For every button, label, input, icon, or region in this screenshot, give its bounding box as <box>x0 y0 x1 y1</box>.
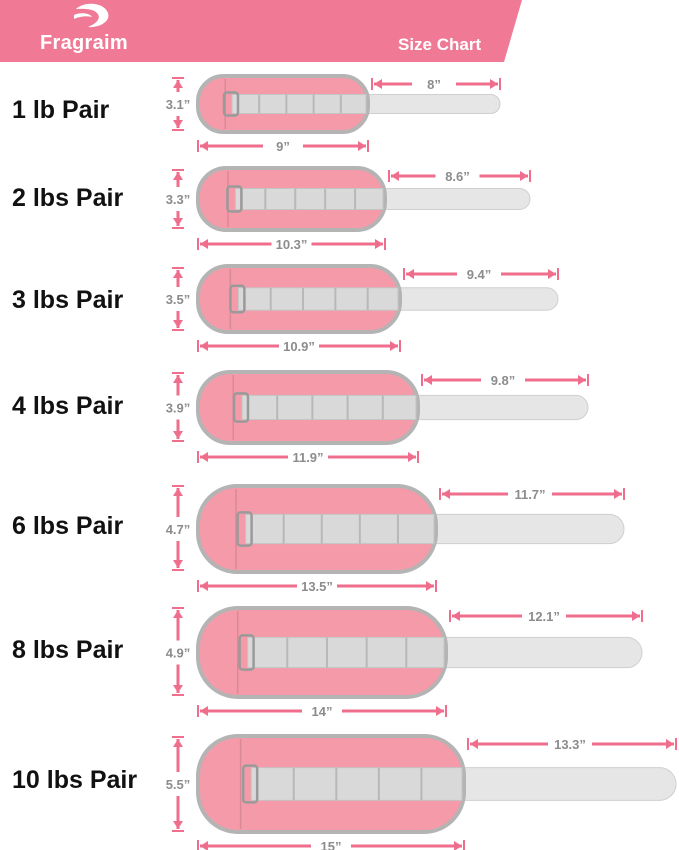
velcro-strap <box>397 394 589 421</box>
height-dimension-label: 3.5” <box>166 292 191 307</box>
row-label: 2 lbs Pair <box>12 184 124 212</box>
d-ring-buckle <box>238 634 255 671</box>
strap-length-dimension-label: 12.1” <box>528 609 560 624</box>
d-ring-buckle <box>226 185 243 213</box>
length-dimension-label: 15” <box>321 839 342 850</box>
ankle-weight-row: 4.9” 14” 12.1” <box>166 606 643 719</box>
height-dimension-label: 4.7” <box>166 522 191 537</box>
row-label: 3 lbs Pair <box>12 286 124 314</box>
height-dimension-label: 5.5” <box>166 777 191 792</box>
d-ring-buckle <box>222 91 240 117</box>
row-label: 8 lbs Pair <box>12 636 124 664</box>
length-dimension-arrow <box>197 340 401 352</box>
pad-strap <box>231 93 367 115</box>
height-dimension-arrow <box>172 736 184 832</box>
length-dimension-arrow <box>197 705 447 717</box>
height-dimension-label: 3.9” <box>166 401 191 416</box>
ankle-weight-row: 5.5” 15” 13.3” <box>166 734 677 850</box>
strap-length-dimension-arrow <box>388 170 531 182</box>
strap-length-dimension-label: 9.4” <box>467 267 492 282</box>
pad-strap <box>234 187 384 211</box>
height-dimension-arrow <box>172 372 184 442</box>
length-dimension-label: 9” <box>276 139 290 154</box>
strap-length-dimension-label: 9.8” <box>491 373 516 388</box>
length-dimension-label: 14” <box>312 704 333 719</box>
fragraim-logo-icon <box>74 3 109 28</box>
length-dimension-arrow <box>197 840 465 850</box>
strap-length-dimension-arrow <box>421 374 589 386</box>
length-dimension-label: 13.5” <box>301 579 333 594</box>
height-dimension-label: 4.9” <box>166 646 191 661</box>
length-dimension-arrow <box>197 238 386 250</box>
strap-length-dimension-arrow <box>439 488 625 500</box>
height-dimension-arrow <box>172 77 184 131</box>
velcro-strap <box>415 513 625 545</box>
ankle-weight-row: 4.7” 13.5” 11.7” <box>166 484 625 594</box>
strap-length-dimension-label: 13.3” <box>554 737 586 752</box>
strap-length-dimension-label: 8.6” <box>445 169 470 184</box>
row-label: 4 lbs Pair <box>12 392 124 420</box>
row-label: 10 lbs Pair <box>12 766 138 794</box>
ankle-weight-row: 3.1” 9” 8” <box>166 74 501 154</box>
ankle-weight-row: 3.5” 10.9” 9.4” <box>166 264 559 354</box>
d-ring-buckle <box>241 764 259 804</box>
d-ring-buckle <box>229 284 246 314</box>
height-dimension-label: 3.1” <box>166 97 191 112</box>
pad-strap <box>241 394 417 421</box>
height-dimension-arrow <box>172 169 184 229</box>
pad-strap <box>245 513 435 545</box>
row-label: 1 lb Pair <box>12 96 110 124</box>
brand-name: Fragraim <box>40 32 128 54</box>
velcro-strap <box>347 93 501 115</box>
pad-strap <box>247 636 445 669</box>
height-dimension-arrow <box>172 607 184 696</box>
chart-title: Size Chart <box>398 35 482 54</box>
length-dimension-arrow <box>197 451 419 463</box>
row-label: 6 lbs Pair <box>12 512 124 540</box>
ankle-weight-row: 3.3” 10.3” 8.6” <box>166 166 531 252</box>
height-dimension-arrow <box>172 485 184 571</box>
ankle-weight-row: 3.9” 11.9” 9.8” <box>166 370 589 465</box>
velcro-strap <box>425 636 643 669</box>
length-dimension-label: 11.9” <box>292 450 323 465</box>
velcro-strap <box>364 187 531 211</box>
velcro-strap <box>379 287 559 311</box>
d-ring-buckle <box>232 392 250 423</box>
header-banner: Fragraim Size Chart <box>0 0 679 62</box>
strap-length-dimension-arrow <box>371 78 501 90</box>
strap-length-dimension-arrow <box>467 738 677 750</box>
d-ring-buckle <box>236 511 253 547</box>
length-dimension-label: 10.3” <box>276 237 308 252</box>
length-dimension-label: 10.9” <box>283 339 315 354</box>
pad-strap <box>250 767 463 801</box>
pad-strap <box>237 287 399 311</box>
velcro-strap <box>443 767 677 801</box>
height-dimension-label: 3.3” <box>166 192 191 207</box>
length-dimension-arrow <box>197 140 369 152</box>
height-dimension-arrow <box>172 267 184 331</box>
strap-length-dimension-arrow <box>449 610 643 622</box>
strap-length-dimension-label: 11.7” <box>514 487 545 502</box>
strap-length-dimension-label: 8” <box>427 77 441 92</box>
header-background <box>0 0 522 62</box>
length-dimension-arrow <box>197 580 437 592</box>
strap-length-dimension-arrow <box>403 268 559 280</box>
